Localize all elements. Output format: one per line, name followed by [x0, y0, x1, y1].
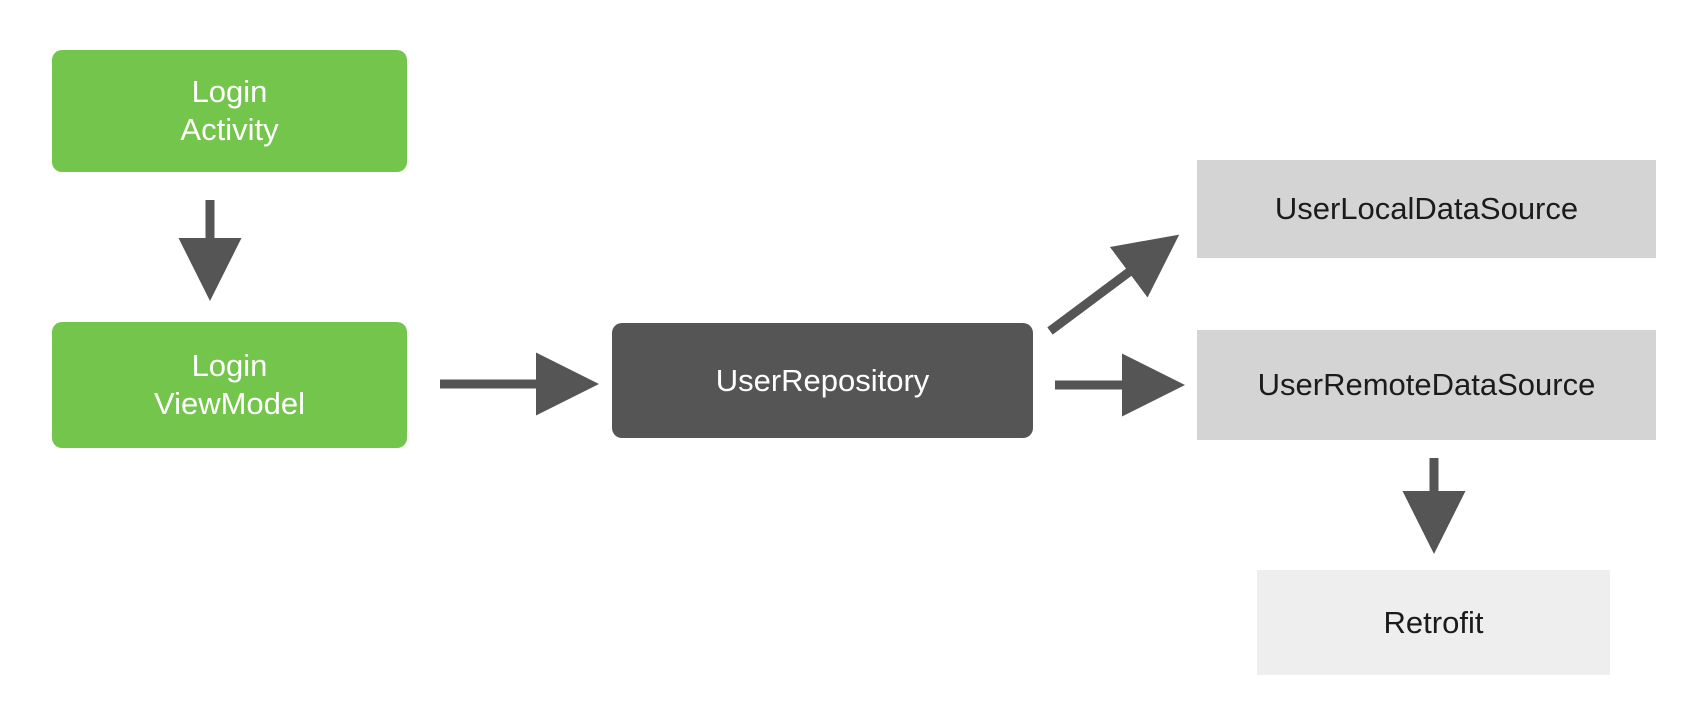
node-user-repository[interactable]: UserRepository [612, 323, 1033, 438]
edge-repository-to-local [1047, 234, 1180, 335]
node-login-activity[interactable]: Login Activity [52, 50, 407, 172]
node-login-viewmodel[interactable]: Login ViewModel [52, 322, 407, 448]
node-retrofit[interactable]: Retrofit [1257, 570, 1610, 675]
node-user-local-data-source[interactable]: UserLocalDataSource [1197, 160, 1656, 258]
node-user-remote-data-source[interactable]: UserRemoteDataSource [1197, 330, 1656, 440]
